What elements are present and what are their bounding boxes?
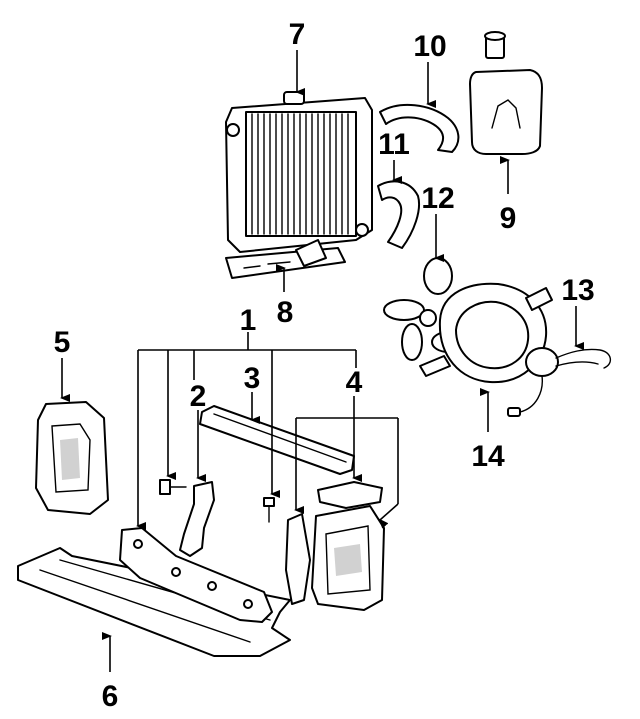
callout-10: 10 bbox=[413, 30, 446, 63]
callout-6: 6 bbox=[102, 680, 119, 713]
callout-8: 8 bbox=[277, 296, 294, 329]
callout-14: 14 bbox=[471, 440, 505, 473]
callout-12: 12 bbox=[421, 182, 454, 215]
callout-4: 4 bbox=[346, 366, 363, 399]
upper-support-bracket bbox=[119, 527, 273, 623]
callout-3: 3 bbox=[244, 362, 261, 395]
support-bracket bbox=[179, 481, 215, 557]
callout-9: 9 bbox=[500, 202, 517, 235]
callout-1: 1 bbox=[240, 304, 257, 337]
callout-7: 7 bbox=[289, 18, 306, 51]
radiator bbox=[225, 91, 373, 253]
tie-bar bbox=[199, 405, 355, 475]
side-baffle bbox=[35, 401, 109, 515]
leader-lines bbox=[60, 50, 584, 672]
callout-13: 13 bbox=[561, 274, 594, 307]
lower-hose bbox=[377, 180, 420, 249]
side-support-panel bbox=[285, 481, 385, 611]
fan-shroud-motor bbox=[419, 282, 611, 417]
bolt bbox=[159, 479, 275, 523]
callout-labels: 7 10 11 12 9 8 13 1 5 3 4 2 14 6 bbox=[54, 18, 595, 713]
callout-2: 2 bbox=[190, 380, 207, 413]
radiator-lower-support bbox=[225, 239, 346, 279]
callout-5: 5 bbox=[54, 326, 71, 359]
callout-11: 11 bbox=[378, 128, 410, 161]
coolant-reservoir bbox=[469, 31, 543, 155]
